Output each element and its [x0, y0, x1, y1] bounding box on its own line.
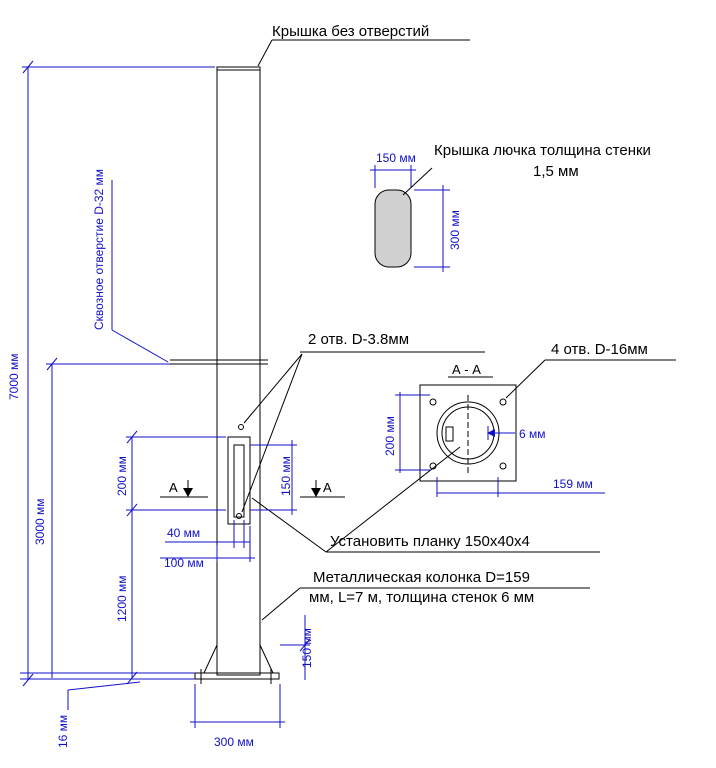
- section-mark-left: А: [160, 480, 208, 498]
- height-3000-dim: 3000 мм: [33, 498, 47, 545]
- hatch-cap-label-2: 1,5 мм: [533, 163, 579, 180]
- callout-install-plate: Установить планку 150х40х4: [251, 446, 600, 553]
- hatch-cap-detail: 150 мм 300 мм Крышка лючка толщина стенк…: [370, 142, 651, 272]
- height-1200-dim: 1200 мм: [115, 575, 129, 622]
- section-mark-left-label: А: [169, 480, 178, 495]
- column-label-1: Металлическая колонка D=159: [313, 569, 530, 586]
- callout-column: Металлическая колонка D=159 мм, L=7 м, т…: [261, 569, 590, 621]
- total-height-dim: 7000 мм: [7, 353, 21, 400]
- cap-no-holes-label: Крышка без отверстий: [272, 23, 429, 40]
- column-label-2: мм, L=7 м, толщина стенок 6 мм: [309, 589, 534, 606]
- plate-150-dim: 150 мм: [279, 456, 293, 496]
- column: [170, 66, 280, 684]
- section-mark-right: А: [300, 480, 345, 498]
- w-40-dim: 40 мм: [167, 526, 200, 540]
- callout-2-holes: 2 отв. D-3.8мм: [241, 331, 485, 513]
- hatch-200-dim: 200 мм: [115, 456, 129, 496]
- dims-main: 7000 мм Сквозное отверстие D-32 мм 3000 …: [7, 60, 314, 749]
- section-mark-right-label: А: [323, 480, 332, 495]
- section-aa: А - А 4 отв. D-16мм 200 мм 159 мм 6 мм: [383, 341, 676, 497]
- sec-200-dim: 200 мм: [383, 416, 397, 456]
- cap-width-dim: 150 мм: [376, 151, 416, 165]
- holes-2-label: 2 отв. D-3.8мм: [308, 331, 409, 348]
- section-title: А - А: [452, 362, 481, 377]
- base-300-dim: 300 мм: [214, 735, 254, 749]
- holes-4-label: 4 отв. D-16мм: [551, 341, 648, 358]
- base-16-dim: 16 мм: [56, 715, 70, 748]
- sec-159-dim: 159 мм: [553, 477, 593, 491]
- hatch-cap-label-1: Крышка лючка толщина стенки: [434, 142, 651, 159]
- sec-6-dim: 6 мм: [519, 427, 546, 441]
- cap-height-dim: 300 мм: [448, 210, 462, 250]
- w-100-dim: 100 мм: [164, 556, 204, 570]
- base-150-dim: 150 мм: [300, 628, 314, 668]
- install-plate-label: Установить планку 150х40х4: [330, 533, 530, 550]
- through-hole-dim: Сквозное отверстие D-32 мм: [92, 169, 106, 330]
- callout-cap: Крышка без отверстий: [257, 23, 470, 67]
